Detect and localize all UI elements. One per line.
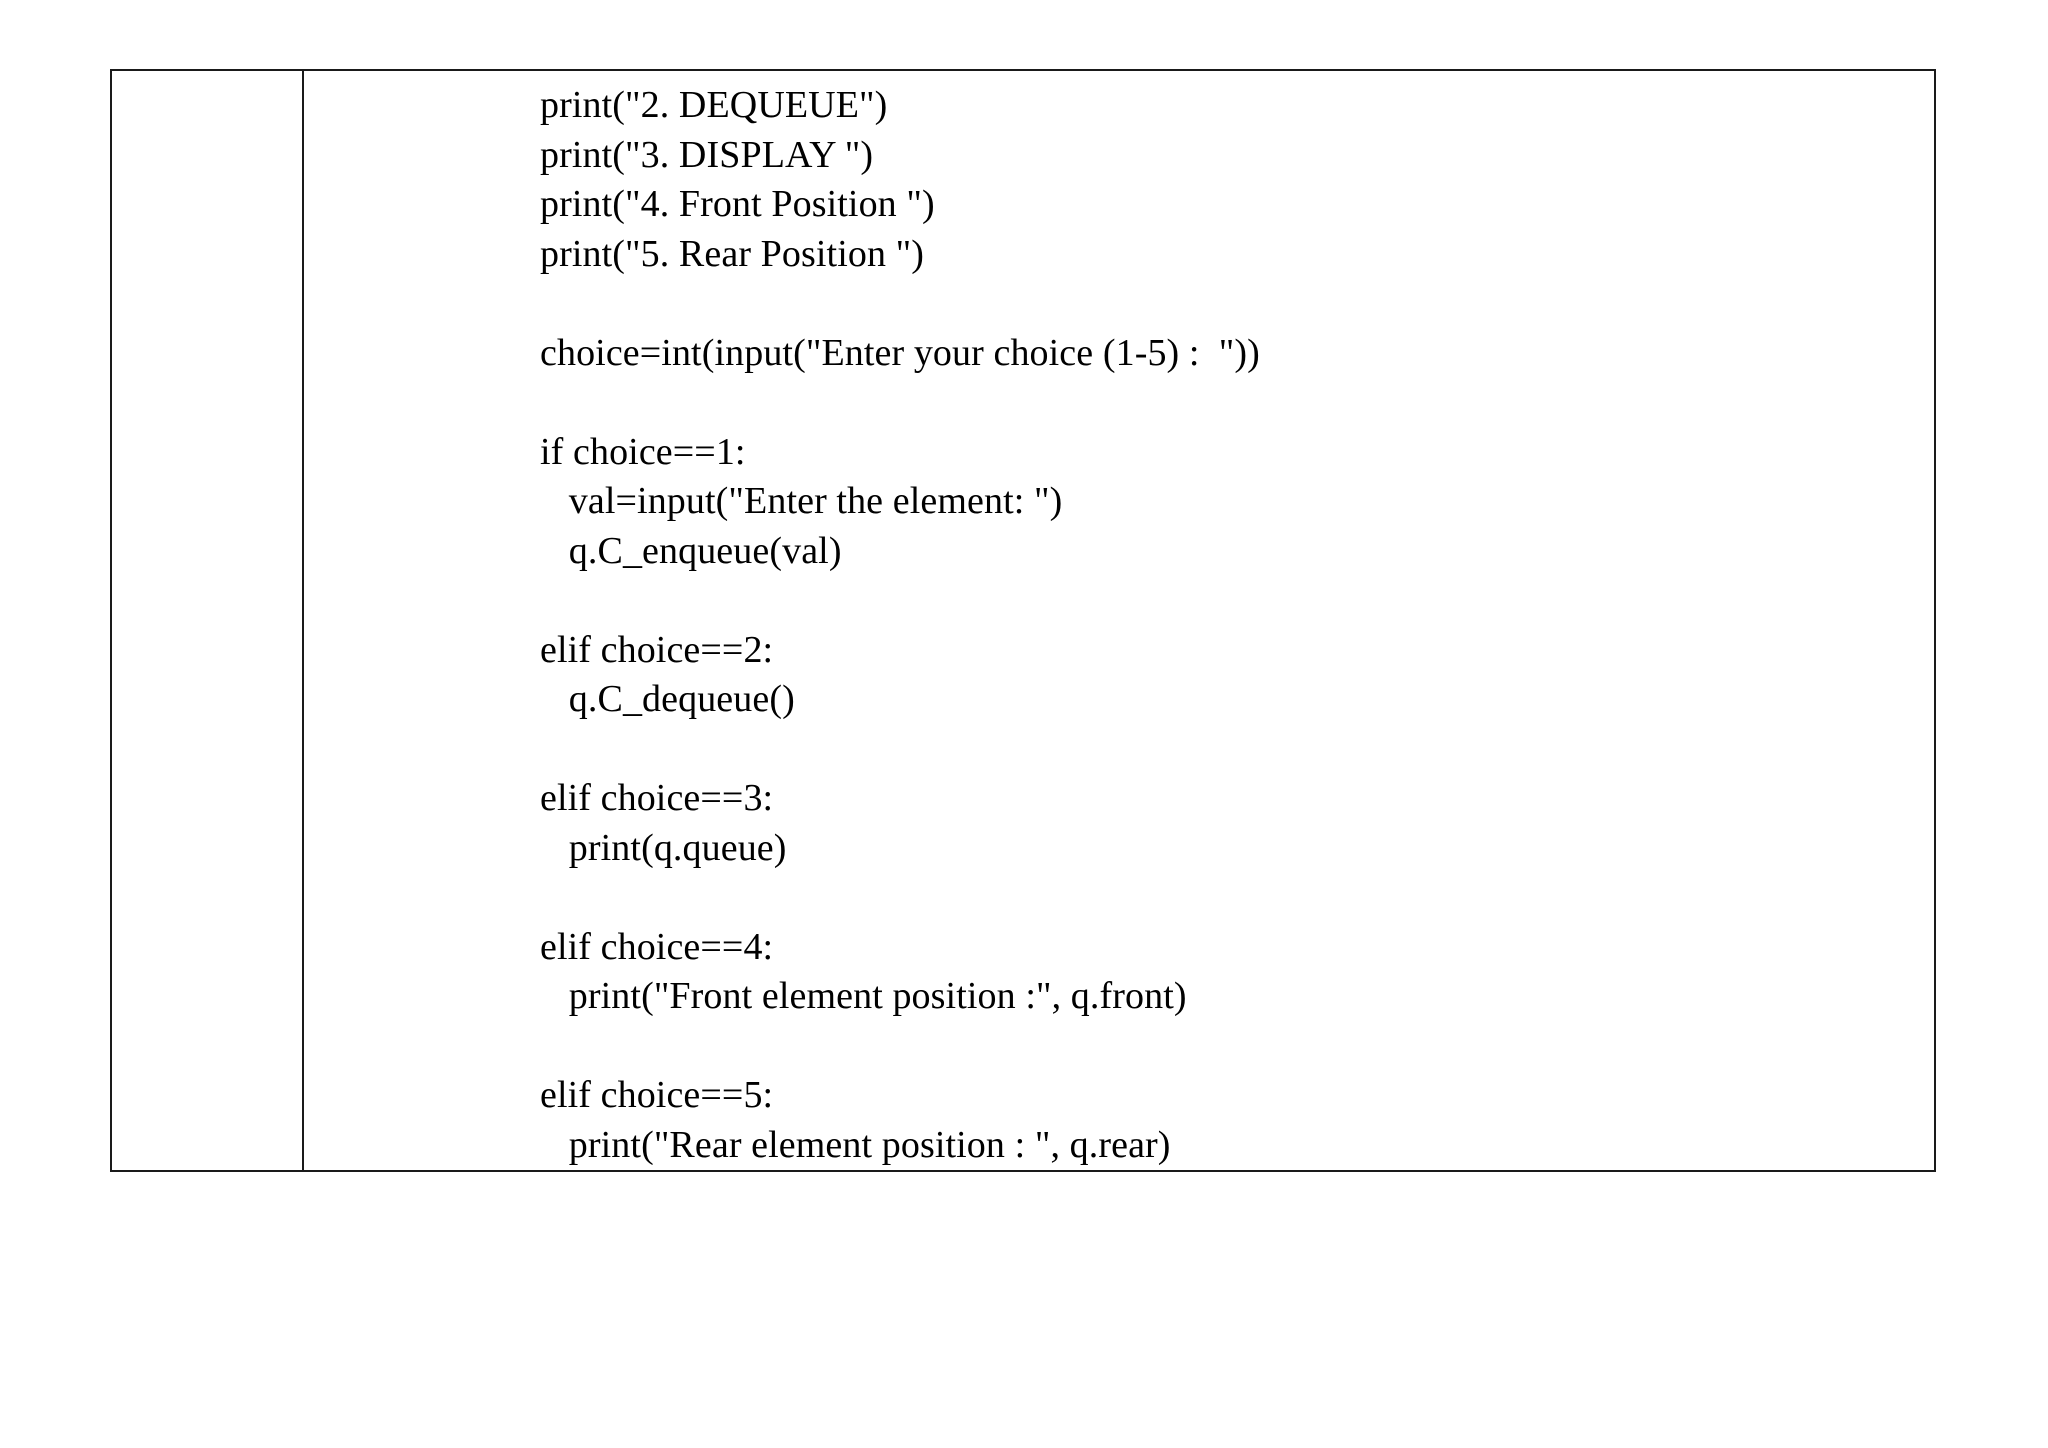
code-line: print("Rear element position : ", q.rear… (540, 1123, 1171, 1166)
code-line-blank (304, 576, 1934, 626)
code-listing-table: print("2. DEQUEUE") print("3. DISPLAY ") p… (110, 69, 1936, 1172)
code-line-blank (304, 378, 1934, 428)
code-line: print("Front element position :", q.fron… (540, 975, 1187, 1017)
python-code-block: print("2. DEQUEUE") print("3. DISPLAY ") p… (304, 71, 1934, 1170)
code-line: elif choice==5: (540, 1074, 774, 1116)
code-line-blank (304, 1022, 1934, 1072)
code-line: elif choice==2: (540, 628, 774, 671)
table-cell-code: print("2. DEQUEUE") print("3. DISPLAY ") p… (302, 69, 1936, 1172)
code-line: q.C_enqueue(val) (540, 529, 842, 572)
table-cell-left-empty (110, 69, 304, 1172)
code-line: elif choice==3: (540, 777, 774, 819)
code-line: print("2. DEQUEUE") (540, 84, 888, 126)
code-line: print("3. DISPLAY ") (540, 133, 874, 176)
code-line: print("4. Front Position ") (540, 183, 935, 225)
code-line-blank (304, 279, 1934, 329)
table-row: print("2. DEQUEUE") print("3. DISPLAY ") p… (110, 69, 1936, 1172)
code-line: val=input("Enter the element: ") (540, 480, 1063, 522)
code-line: print(q.queue) (540, 826, 787, 869)
code-line: print("5. Rear Position ") (540, 232, 925, 275)
code-line-blank (304, 725, 1934, 775)
code-line: if choice==1: (540, 430, 746, 473)
code-line: q.C_dequeue() (540, 678, 795, 720)
code-line-blank (304, 873, 1934, 923)
code-line: elif choice==4: (540, 925, 774, 968)
code-line: choice=int(input("Enter your choice (1-5… (540, 331, 1260, 374)
